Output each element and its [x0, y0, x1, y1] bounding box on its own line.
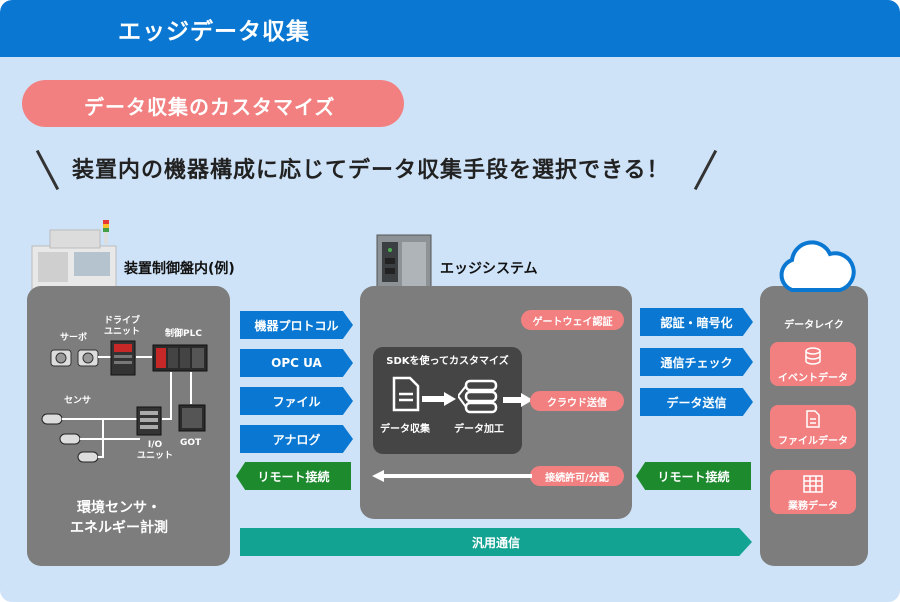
servo-motor-icon — [50, 349, 99, 367]
io-unit-icon — [136, 406, 162, 436]
protocol-arrow-device: 機器プロトコル — [240, 311, 353, 339]
servo-label: サーボ — [60, 333, 88, 343]
sensor-line-3 — [98, 456, 104, 458]
remote-connect-right-label: リモート接続 — [657, 469, 730, 484]
plc-got-line — [190, 372, 192, 404]
event-data-card: イベントデータ — [770, 342, 856, 386]
file-data-label: ファイルデータ — [778, 436, 848, 447]
gateway-auth-pill: ゲートウェイ認証 — [521, 310, 624, 330]
header-bar — [0, 0, 900, 57]
plc-label: 制御PLC — [165, 329, 202, 339]
general-comm-arrow: 汎用通信 — [240, 528, 752, 556]
got-label: GOT — [180, 438, 202, 448]
cloud-icon — [779, 240, 856, 292]
data-process-icon — [458, 379, 498, 414]
page-title: エッジデータ収集 — [118, 19, 310, 45]
data-collect-icon — [392, 376, 420, 412]
data-collect-label: データ収集 — [380, 424, 430, 435]
connect-allow-pill: 接続許可/分配 — [530, 466, 624, 486]
tagline-right-slash — [693, 149, 718, 191]
process-to-cloud-arrow-icon — [503, 393, 533, 407]
right-arrow-auth-label: 認証・暗号化 — [660, 315, 733, 330]
business-data-label: 業務データ — [788, 501, 838, 512]
sensor-line-vertical — [102, 420, 104, 458]
machine-image — [31, 220, 117, 295]
protocol-arrow-device-label: 機器プロトコル — [254, 318, 339, 333]
drive-plc-line — [136, 356, 152, 358]
business-data-card: 業務データ — [770, 470, 856, 514]
sdk-title: SDKを使ってカスタマイズ — [386, 356, 509, 367]
event-data-label: イベントデータ — [778, 373, 848, 384]
environment-energy-label: 環境センサ・ エネルギー計測 — [70, 500, 168, 536]
file-data-card: ファイルデータ — [770, 405, 856, 449]
protocol-arrow-opcua-label: OPC UA — [271, 356, 322, 370]
file-icon — [806, 410, 820, 428]
right-arrow-send-label: データ送信 — [666, 395, 727, 410]
protocol-arrow-file-label: ファイル — [272, 394, 321, 409]
remote-connect-left-arrow: リモート接続 — [236, 462, 351, 490]
protocol-arrow-opcua: OPC UA — [240, 349, 353, 377]
protocol-arrow-analog: アナログ — [240, 425, 353, 453]
database-icon — [805, 347, 821, 365]
distribute-arrow-icon — [372, 470, 532, 482]
edge-device-image — [376, 234, 432, 294]
cloud-send-pill: クラウド送信 — [530, 391, 624, 411]
customization-pill — [22, 80, 404, 127]
machine-panel-label: 装置制御盤内(例) — [124, 261, 235, 277]
sensor-line-2 — [80, 438, 140, 440]
right-arrow-auth: 認証・暗号化 — [640, 308, 753, 336]
right-arrow-check: 通信チェック — [640, 348, 753, 376]
customization-pill-label: データ収集のカスタマイズ — [84, 95, 336, 119]
right-arrow-send: データ送信 — [640, 388, 753, 416]
edge-system-label: エッジシステム — [440, 261, 538, 277]
got-icon — [178, 404, 206, 432]
sensor-icon — [41, 413, 99, 463]
protocol-arrow-file: ファイル — [240, 387, 353, 415]
remote-connect-left-label: リモート接続 — [257, 469, 330, 484]
sensor-label: センサ — [64, 396, 92, 406]
collect-to-process-arrow-icon — [422, 392, 456, 406]
io-plc-line-v — [170, 372, 172, 420]
data-process-label: データ加工 — [454, 424, 504, 435]
remote-connect-right-arrow: リモート接続 — [636, 462, 751, 490]
protocol-arrow-analog-label: アナログ — [272, 432, 321, 447]
io-unit-label: I/O ユニット — [137, 440, 174, 461]
table-icon — [803, 475, 823, 493]
tagline-left-slash — [35, 149, 60, 191]
servo-connection-line — [98, 356, 114, 358]
io-plc-line-h — [162, 418, 172, 420]
drive-unit-icon — [110, 340, 136, 376]
tagline: 装置内の機器構成に応じてデータ収集手段を選択できる！ — [72, 158, 670, 183]
general-comm-label: 汎用通信 — [471, 535, 520, 550]
data-lake-label: データレイク — [784, 320, 844, 331]
right-arrow-check-label: 通信チェック — [660, 355, 733, 370]
sensor-line-1 — [62, 418, 140, 420]
plc-icon — [152, 344, 208, 372]
drive-unit-label: ドライブ ユニット — [104, 316, 141, 337]
